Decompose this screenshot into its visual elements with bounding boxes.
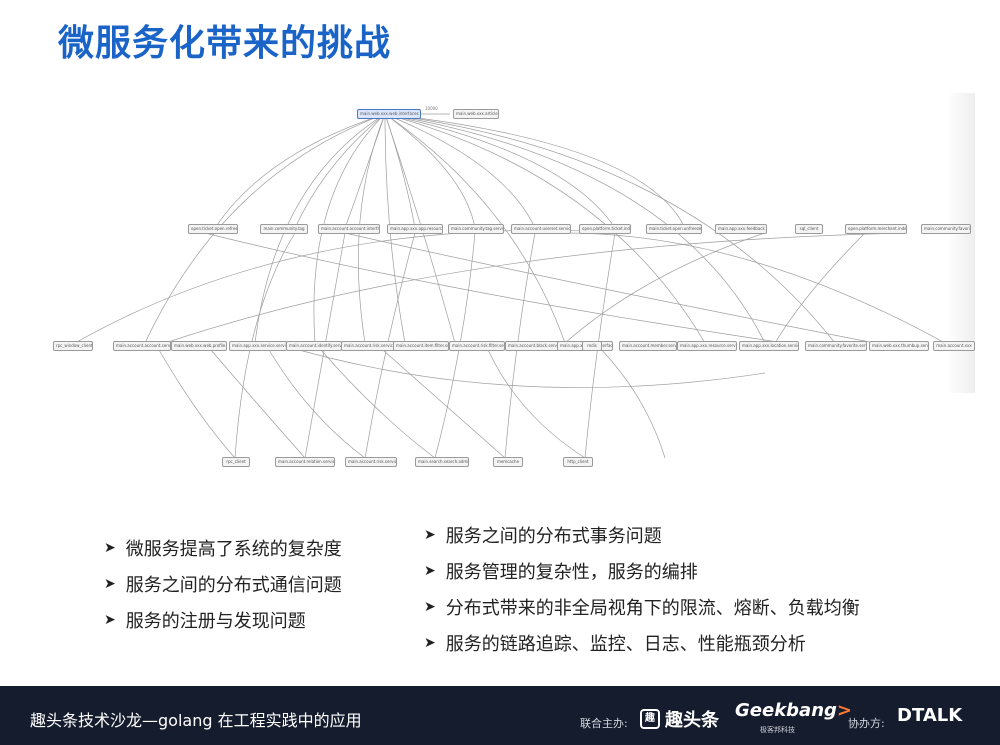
geekbang-logo-suffix: bang [786, 700, 837, 721]
graph-node: main.app.xxx.location.service [739, 341, 799, 351]
bullet-item: ➤ 服务管理的复杂性，服务的编排 [424, 553, 860, 589]
geekbang-subtitle: 极客邦科技 [760, 726, 795, 734]
arrow-bullet-icon: ➤ [424, 563, 436, 579]
arrow-bullet-icon: ➤ [104, 540, 116, 556]
graph-node: main.account.userset.service [511, 224, 571, 234]
graph-node: main.community.favorite [921, 224, 971, 234]
graph-node: main.account.black.service [505, 341, 559, 351]
graph-node: main.account.identify.service [286, 341, 342, 351]
bullet-item: ➤ 服务之间的分布式事务问题 [424, 517, 860, 553]
graph-node: sql_client [795, 224, 823, 234]
graph-node: main.community.tag.service [448, 224, 504, 234]
graph-edges [74, 113, 946, 459]
graph-node: open.platform.merchant.index [845, 224, 907, 234]
graph-node: http_client [563, 457, 593, 467]
graph-node: main.account.account.interfaces [318, 224, 380, 234]
dtalk-logo: DTALK [897, 705, 963, 726]
graph-node: redis [582, 341, 602, 351]
graph-node: main.ticket.open.unfreeze [646, 224, 702, 234]
graph-node: main.app.xxx.resource.service [677, 341, 737, 351]
arrow-bullet-icon: ➤ [104, 612, 116, 628]
graph-node: main.community.favorite.service [805, 341, 867, 351]
bullet-text: 分布式带来的非全局视角下的限流、熔断、负载均衡 [445, 598, 860, 619]
bullet-item: ➤ 微服务提高了系统的复杂度 [104, 530, 342, 566]
graph-node: open.platform.ticket.index [579, 224, 631, 234]
bullet-text: 微服务提高了系统的复杂度 [125, 539, 342, 560]
graph-node: main.account.item.filter.service [393, 341, 449, 351]
graph-node: main.account.relation.service [275, 457, 335, 467]
geekbang-logo-prefix: Geek [735, 700, 787, 721]
graph-node: rpc_window_client [53, 341, 93, 351]
graph-node: main.web.xxx.article [453, 109, 499, 119]
graph-node: open.ticket.open.refresh [188, 224, 238, 234]
graph-node: main.account.risk.service [341, 341, 395, 351]
arrow-bullet-icon: ➤ [104, 576, 116, 592]
geekbang-logo: Geekbang> [735, 700, 852, 721]
bullet-item: ➤ 服务的注册与发现问题 [104, 602, 342, 638]
geekbang-logo-mark: > [836, 700, 852, 721]
bullet-item: ➤ 分布式带来的非全局视角下的限流、熔断、负载均衡 [424, 589, 860, 625]
graph-node: main.community.tag [260, 224, 308, 234]
toutiao-logo-text: 趣头条 [665, 710, 719, 731]
graph-node: main.app.xxx.feedback [715, 224, 767, 234]
graph-edge-label: 10000 [425, 106, 438, 111]
arrow-bullet-icon: ➤ [424, 527, 436, 543]
bullet-item: ➤ 服务之间的分布式通信问题 [104, 566, 342, 602]
graph-node: main.search.search.admin [415, 457, 469, 467]
arrow-bullet-icon: ➤ [424, 599, 436, 615]
graph-node: main.account.account.service [113, 341, 171, 351]
bullet-text: 服务的注册与发现问题 [125, 611, 306, 632]
bullet-text: 服务之间的分布式通信问题 [125, 575, 342, 596]
event-subtitle: 趣头条技术沙龙—golang 在工程实践中的应用 [30, 711, 362, 730]
co-host-label: 联合主办: [580, 717, 628, 730]
graph-node: main.app.xxx.app.resource [387, 224, 443, 234]
toutiao-logo-icon: 趣 [640, 709, 660, 729]
arrow-bullet-icon: ➤ [424, 635, 436, 651]
bullet-text: 服务的链路追踪、监控、日志、性能瓶颈分析 [445, 634, 806, 655]
graph-node: main.account.member.service [619, 341, 677, 351]
graph-node: memcache [493, 457, 523, 467]
graph-root-node: main.web.xxx.web.interfaces [357, 109, 421, 119]
graph-node: main.web.xxx.web.profile.call [171, 341, 227, 351]
graph-node: main.account.risk.filter.service [449, 341, 505, 351]
graph-node: rpc_client [222, 457, 250, 467]
graph-node: main.account.xxx [933, 341, 975, 351]
graph-node: main.app.xxx.service.service [229, 341, 287, 351]
graph-node: main.account.risk.service [345, 457, 397, 467]
bullet-text: 服务管理的复杂性，服务的编排 [445, 562, 698, 583]
bullet-text: 服务之间的分布式事务问题 [445, 526, 662, 547]
footer-bar: 趣头条技术沙龙—golang 在工程实践中的应用 联合主办: 趣 趣头条 Gee… [0, 686, 1000, 745]
service-dependency-graph: main.web.xxx.web.interfaces 10000 main.w… [45, 93, 975, 478]
assist-label: 协办方: [848, 717, 885, 730]
graph-node: main.web.xxx.thumbup.service [869, 341, 929, 351]
right-bullet-list: ➤ 服务之间的分布式事务问题 ➤ 服务管理的复杂性，服务的编排 ➤ 分布式带来的非全局… [424, 517, 860, 661]
slide-title: 微服务化带来的挑战 [58, 23, 392, 64]
bullet-item: ➤ 服务的链路追踪、监控、日志、性能瓶颈分析 [424, 625, 860, 661]
left-bullet-list: ➤ 微服务提高了系统的复杂度 ➤ 服务之间的分布式通信问题 ➤ 服务的注册与发现问题 [104, 530, 342, 638]
